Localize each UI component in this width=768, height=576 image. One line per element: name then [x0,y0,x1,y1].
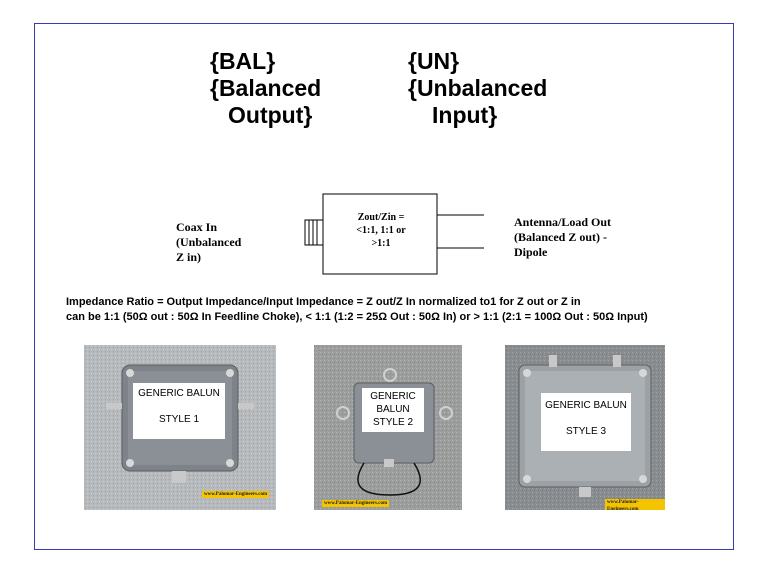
label-2-line-3: STYLE 2 [372,417,414,428]
balun-box [322,193,438,275]
balun-photo-style-2: GENERIC BALUN STYLE 2 www.Palomar-Engine… [314,345,462,510]
balun-label-3: GENERIC BALUN STYLE 3 [541,393,631,451]
bal-heading: {BAL} {Balanced Output} [210,48,321,129]
output-label-line-1: Antenna/Load Out [514,215,612,229]
label-3-line-1: GENERIC BALUN [545,400,627,411]
label-2-line-2: BALUN [376,404,410,415]
output-label: Antenna/Load Out (Balanced Z out) - Dipo… [514,215,611,260]
watermark-3: www.Palomar-Engineers.com [605,499,665,510]
balun-label-2: GENERIC BALUN STYLE 2 [362,388,424,432]
balun-photo-style-3: GENERIC BALUN STYLE 3 www.Palomar-Engine… [505,345,665,510]
un-line-2: {Unbalanced [408,75,548,101]
balun-label-1: GENERIC BALUN STYLE 1 [133,383,225,439]
un-line-3: Input} [432,102,498,128]
slide-frame [34,23,734,550]
watermark-2: www.Palomar-Engineers.com [322,500,390,507]
un-heading: {UN} {Unbalanced Input} [408,48,547,129]
impedance-ratio-text: Impedance Ratio = Output Impedance/Input… [66,295,648,325]
label-1-line-1: GENERIC BALUN [138,388,220,399]
input-label: Coax In (Unbalanced Z in) [176,220,241,265]
coax-connector [304,219,324,246]
label-1-line-2 [133,400,225,413]
bal-line-2: {Balanced [210,75,322,101]
label-3-line-2 [541,412,631,425]
balun-photo-style-1: GENERIC BALUN STYLE 1 www.Palomar-Engine… [84,345,276,510]
ratio-line-1: Impedance Ratio = Output Impedance/Input… [66,296,581,308]
input-label-line-2: (Unbalanced [176,235,242,249]
label-2-line-1: GENERIC [370,391,416,402]
un-line-1: {UN} [408,48,460,74]
box-text-line-2: <1:1, 1:1 or [356,225,406,236]
box-text: Zout/Zin = <1:1, 1:1 or >1:1 [338,211,424,250]
input-label-line-3: Z in) [176,250,202,264]
bal-line-1: {BAL} [210,48,276,74]
watermark-1: www.Palomar-Engineers.com [202,491,270,498]
label-3-line-3: STYLE 3 [565,426,607,437]
ratio-line-2: can be 1:1 (50Ω out : 50Ω In Feedline Ch… [66,311,648,323]
box-text-line-1: Zout/Zin = [357,212,405,223]
label-1-line-3: STYLE 1 [158,414,200,425]
bal-line-3: Output} [228,102,313,128]
output-label-line-2: (Balanced Z out) - [514,230,607,244]
input-label-line-1: Coax In [176,220,218,234]
output-label-line-3: Dipole [514,245,548,259]
box-text-line-3: >1:1 [371,238,391,249]
